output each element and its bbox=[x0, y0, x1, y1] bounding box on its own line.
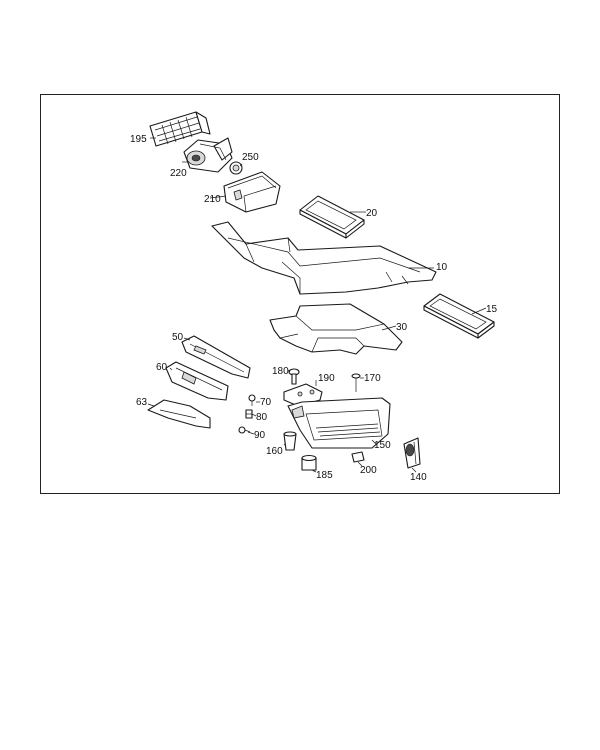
callout-180: 180 bbox=[272, 366, 289, 377]
part-15-rear-tray[interactable] bbox=[423, 293, 495, 339]
part-20-tray[interactable] bbox=[299, 195, 365, 239]
part-60-side-panel[interactable] bbox=[165, 361, 229, 401]
callout-200: 200 bbox=[360, 465, 377, 476]
callout-170: 170 bbox=[364, 373, 381, 384]
part-195-grille[interactable] bbox=[149, 111, 211, 147]
part-185-holder[interactable] bbox=[301, 454, 317, 471]
callout-20: 20 bbox=[366, 208, 378, 219]
callout-150: 150 bbox=[374, 440, 391, 451]
callout-60: 60 bbox=[156, 362, 168, 373]
callout-50: 50 bbox=[172, 332, 184, 343]
part-90-screw[interactable] bbox=[238, 426, 251, 434]
part-160-cup[interactable] bbox=[283, 431, 297, 451]
callout-10: 10 bbox=[436, 262, 448, 273]
callout-210: 210 bbox=[204, 194, 221, 205]
part-140-roll[interactable] bbox=[403, 437, 421, 469]
part-210-storage-box[interactable] bbox=[223, 171, 281, 213]
callout-80: 80 bbox=[256, 412, 268, 423]
callout-195: 195 bbox=[130, 134, 147, 145]
callout-15: 15 bbox=[486, 304, 498, 315]
callout-190: 190 bbox=[318, 373, 335, 384]
part-180-push-pin[interactable] bbox=[288, 368, 300, 385]
part-220-vent-housing[interactable] bbox=[183, 137, 233, 173]
part-150-trunk-tray[interactable] bbox=[287, 397, 391, 449]
part-30-rear-carpet[interactable] bbox=[269, 303, 403, 355]
callout-140: 140 bbox=[410, 472, 427, 483]
callout-30: 30 bbox=[396, 322, 408, 333]
callout-70: 70 bbox=[260, 397, 272, 408]
diagram-frame bbox=[40, 94, 560, 494]
callout-160: 160 bbox=[266, 446, 283, 457]
part-70-fastener[interactable] bbox=[248, 394, 256, 406]
part-50-sill-trim[interactable] bbox=[181, 335, 251, 379]
callout-185: 185 bbox=[316, 470, 333, 481]
part-190-bracket[interactable] bbox=[283, 383, 323, 407]
callout-250: 250 bbox=[242, 152, 259, 163]
callout-90: 90 bbox=[254, 430, 266, 441]
part-170-screw[interactable] bbox=[351, 373, 361, 392]
part-80-clip[interactable] bbox=[245, 409, 253, 419]
part-10-main-carpet[interactable] bbox=[211, 221, 437, 295]
part-200-clip[interactable] bbox=[351, 451, 365, 463]
callout-63: 63 bbox=[136, 397, 148, 408]
part-63-kick-panel[interactable] bbox=[147, 399, 211, 429]
part-250-knob[interactable] bbox=[229, 161, 243, 175]
leader-lines bbox=[147, 137, 487, 473]
callout-220: 220 bbox=[170, 168, 187, 179]
